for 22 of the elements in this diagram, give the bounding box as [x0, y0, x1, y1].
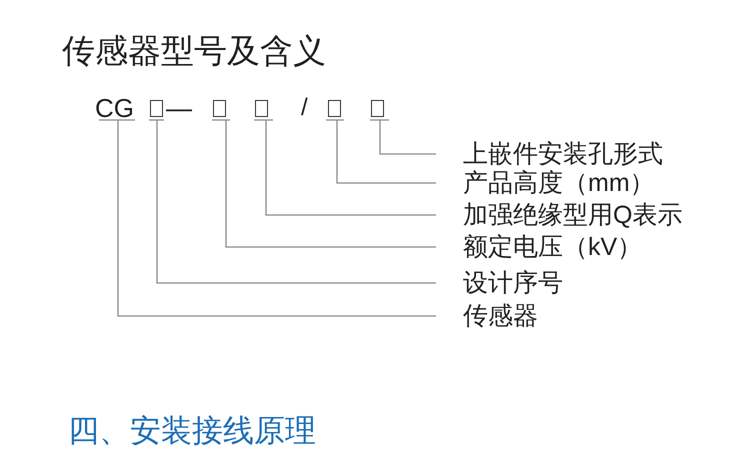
slash: / — [301, 97, 308, 119]
meaning-label: 上嵌件安装孔形式 — [463, 139, 663, 169]
leader-line — [225, 120, 436, 248]
square-box — [328, 100, 341, 117]
leader-line — [336, 120, 436, 184]
title: 传感器型号及含义 — [62, 31, 326, 71]
square-box — [150, 100, 163, 117]
leader-line — [379, 120, 436, 155]
meaning-label: 产品高度（mm） — [463, 168, 655, 198]
square-box — [371, 100, 384, 117]
meaning-label: 设计序号 — [463, 268, 563, 298]
square-box — [255, 100, 268, 117]
leader-line — [156, 120, 436, 284]
dash: — — [166, 97, 192, 119]
square-box — [213, 100, 226, 117]
leader-line — [265, 120, 436, 216]
section-heading: 四、安装接线原理 — [68, 414, 316, 448]
meaning-label: 加强绝缘型用Q表示 — [463, 200, 682, 230]
meaning-label: 传感器 — [463, 301, 538, 331]
model-code: CG — [95, 97, 134, 119]
leader-line — [117, 120, 436, 317]
meaning-label: 额定电压（kV） — [463, 232, 642, 262]
